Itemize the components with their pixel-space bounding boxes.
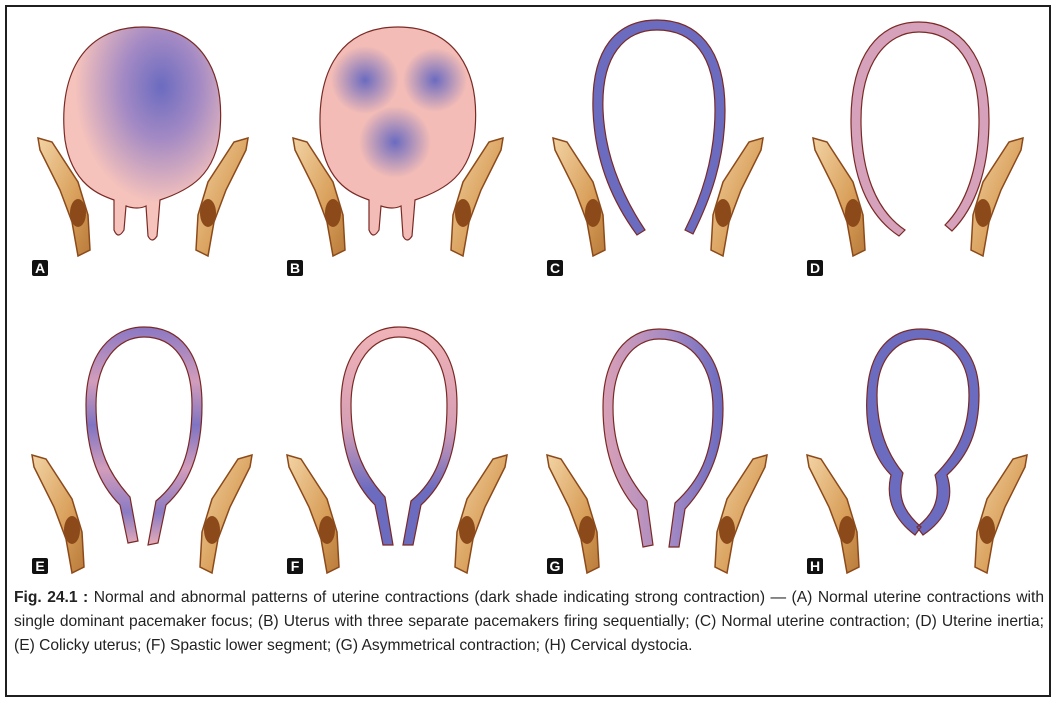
uterine-wall (603, 329, 723, 547)
panel-label-b: B (287, 260, 303, 276)
pelvic-bone-left (547, 455, 599, 573)
figure-caption: Fig. 24.1 : Normal and abnormal patterns… (14, 586, 1044, 658)
panel-label-g: G (547, 558, 563, 574)
caption-text: Normal and abnormal patterns of uterine … (14, 589, 1044, 654)
panel-f: F (275, 305, 525, 580)
panel-h: H (795, 305, 1045, 580)
panel-label-c: C (547, 260, 563, 276)
pacemaker-focus-1 (331, 46, 399, 114)
uterine-wall (593, 20, 725, 235)
panel-label-e: E (32, 558, 48, 574)
caption-label: Fig. 24.1 : (14, 589, 88, 606)
pelvic-bone-left (807, 455, 859, 573)
panel-c: C (535, 10, 785, 285)
uterine-wall (867, 329, 979, 535)
uterus-body (64, 27, 221, 240)
panel-label-a: A (32, 260, 48, 276)
pacemaker-focus-2 (403, 48, 467, 112)
uterine-wall (851, 22, 989, 236)
panel-g: G (535, 305, 785, 580)
panel-a: A (20, 10, 270, 285)
pelvic-bone-right (200, 455, 252, 573)
pelvic-bone-right (455, 455, 507, 573)
pacemaker-focus-3 (359, 106, 431, 178)
panel-e: E (20, 305, 270, 580)
panel-b: B (275, 10, 525, 285)
panel-d: D (795, 10, 1045, 285)
pelvic-bone-left (32, 455, 84, 573)
pelvic-bone-right (715, 455, 767, 573)
panel-label-f: F (287, 558, 303, 574)
panel-label-d: D (807, 260, 823, 276)
panel-label-h: H (807, 558, 823, 574)
pelvic-bone-left (553, 138, 605, 256)
pelvic-bone-left (287, 455, 339, 573)
uterine-wall (86, 327, 202, 545)
uterine-wall (341, 327, 457, 545)
pelvic-bone-right (975, 455, 1027, 573)
